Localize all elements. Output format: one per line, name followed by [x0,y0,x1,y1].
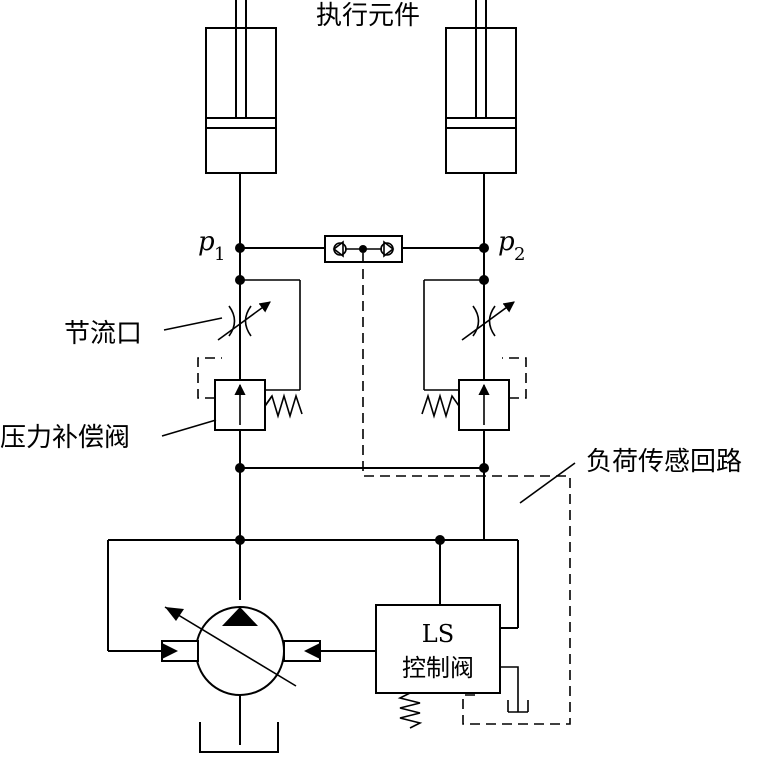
ls-control-valve [375,604,529,729]
ls-valve-label-line2: 控制阀 [402,654,474,682]
left-actuator-cylinder [205,0,277,174]
right-throttle [461,301,515,341]
ls-valve-label-line1: LS [422,620,454,648]
junction-dots [235,243,489,545]
throttle-label: 节流口 [64,319,142,349]
left-throttle [163,301,271,341]
compensator-label: 压力补偿阀 [0,423,130,453]
left-compensator-loop [240,279,301,391]
main-lines [107,173,519,652]
right-actuator-cylinder [445,0,517,174]
right-compensator-loop [423,279,484,391]
p1-subscript: 1 [214,244,225,265]
p1-label: p [198,227,215,257]
load-sensing-line [362,253,576,725]
p2-label: p [498,227,515,257]
variable-pump [161,606,376,753]
left-pressure-compensator [161,357,303,437]
p2-subscript: 2 [514,244,525,265]
load-sensing-label: 负荷传感回路 [586,447,742,477]
right-pressure-compensator [421,357,527,431]
actuators-label: 执行元件 [316,1,420,31]
